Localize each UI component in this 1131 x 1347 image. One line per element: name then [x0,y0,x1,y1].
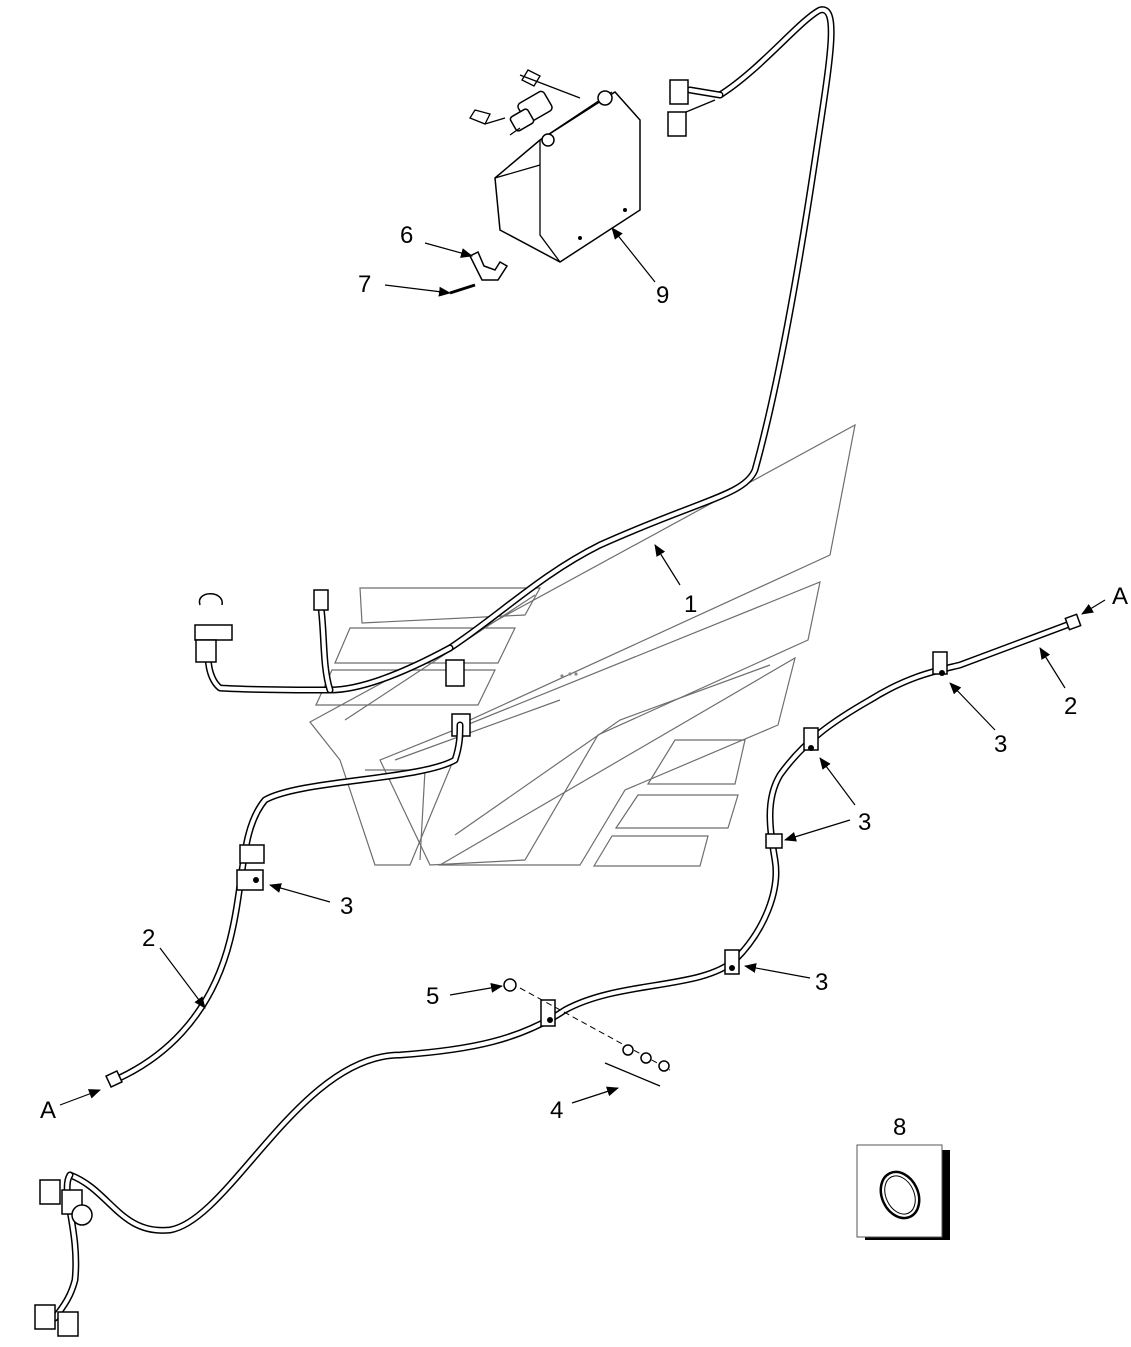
control-box [469,69,641,263]
p-clamp [540,999,556,1027]
inset-box-8 [856,1144,950,1240]
main-harness [194,6,835,737]
callout-3-lower-right: 3 [815,969,828,996]
p-clamps [236,651,948,1027]
callout-9: 9 [656,282,669,309]
p-clamp [803,727,819,751]
p-clamp [932,651,948,676]
break-label-upper: A [1112,583,1128,610]
callout-3-left: 3 [340,893,353,920]
hardware [503,978,671,1087]
callout-3-upper-right: 3 [994,731,1007,758]
callout-1: 1 [684,591,697,618]
p-clamp [236,869,264,891]
callout-6: 6 [400,222,413,249]
p-clamp [724,949,740,975]
leader-lines [59,227,1106,1106]
break-label-lower: A [40,1097,56,1124]
callout-5: 5 [426,983,439,1010]
callout-labels: 1 2 2 3 3 3 3 3 4 5 6 7 8 9 A A [40,222,1128,1141]
callout-7: 7 [358,271,371,298]
clamp-part [449,250,509,295]
callout-2-left: 2 [142,925,155,952]
callout-8: 8 [893,1114,906,1141]
frame-outline [309,423,856,867]
callout-4: 4 [550,1097,563,1124]
callout-2-right: 2 [1064,693,1077,720]
callout-3-right: 3 [858,809,871,836]
harness-2 [34,613,1082,1337]
p-clamp [765,833,783,849]
